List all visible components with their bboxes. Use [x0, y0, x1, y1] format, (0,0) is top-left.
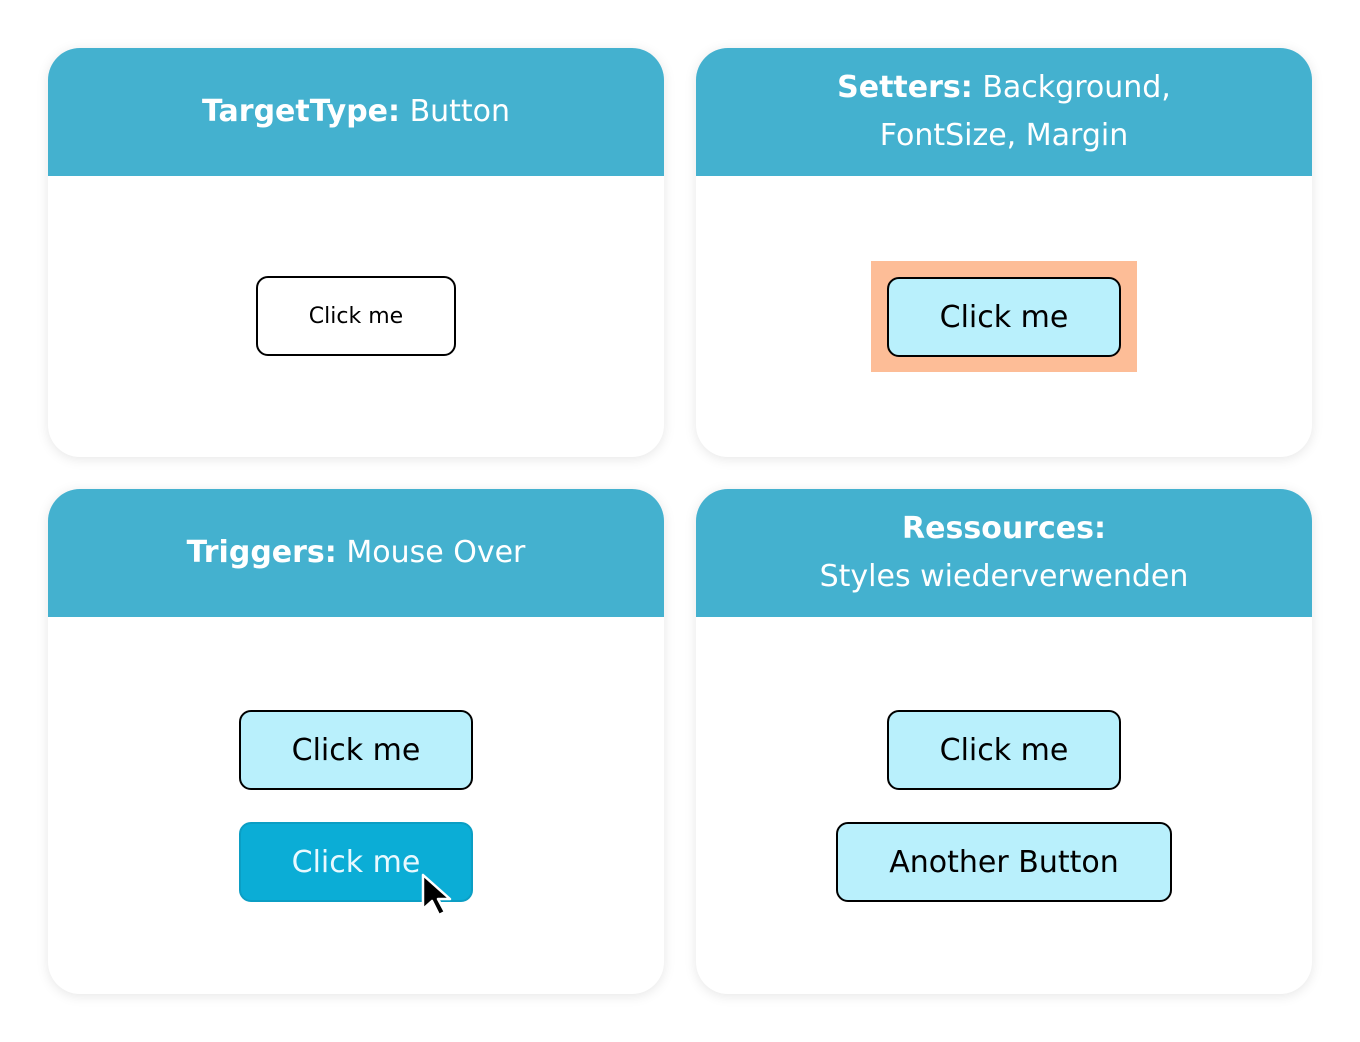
click-me-button[interactable]: Click me [239, 710, 473, 790]
card-header-triggers: Triggers: Mouse Over [48, 489, 664, 617]
another-button[interactable]: Another Button [836, 822, 1172, 902]
card-title-line1: Setters: Background, [837, 64, 1171, 112]
card-target-type: TargetType: Button Click me [48, 48, 664, 457]
card-ressources: Ressources: Styles wiederverwenden Click… [696, 489, 1312, 994]
card-title-bold: TargetType: [201, 94, 401, 129]
card-title-text: Background, [982, 70, 1171, 105]
click-me-button[interactable]: Click me [256, 276, 456, 356]
card-title-text: Button [409, 94, 511, 129]
mouse-pointer-icon [421, 873, 452, 917]
card-header-setters: Setters: Background, FontSize, Margin [696, 48, 1312, 176]
card-title-bold: Setters: [837, 70, 973, 105]
card-setters: Setters: Background, FontSize, Margin Cl… [696, 48, 1312, 457]
card-title-line1: Ressources: [902, 505, 1106, 553]
card-title-text: Mouse Over [346, 535, 526, 570]
card-title: Triggers: Mouse Over [187, 529, 526, 577]
card-title: TargetType: Button [202, 88, 510, 136]
card-header-ressources: Ressources: Styles wiederverwenden [696, 489, 1312, 617]
card-header-target-type: TargetType: Button [48, 48, 664, 176]
card-title-line2: FontSize, Margin [879, 118, 1129, 153]
card-title-bold: Triggers: [186, 535, 337, 570]
click-me-button[interactable]: Click me [887, 277, 1121, 357]
card-title-bold: Ressources: [902, 511, 1106, 546]
card-title-line2: Styles wiederverwenden [819, 559, 1189, 594]
card-triggers: Triggers: Mouse Over Click me Click me [48, 489, 664, 994]
click-me-button[interactable]: Click me [887, 710, 1121, 790]
